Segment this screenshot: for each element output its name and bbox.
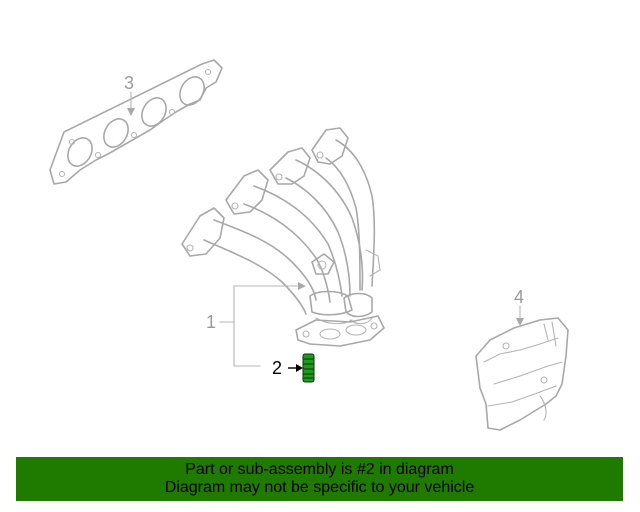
leader-arrow-2 [296,364,303,372]
callout-number-4[interactable]: 4 [514,287,525,307]
callout-number-1[interactable]: 1 [206,312,217,332]
leader-arrow-4 [516,318,524,326]
gasket-part-3[interactable] [49,59,223,185]
banner-line-2: Diagram may not be specific to your vehi… [164,479,475,496]
callout-number-3[interactable]: 3 [124,73,135,93]
leader-arrow-3 [127,108,135,116]
leader-bracket-1 [219,282,306,367]
callout-number-2[interactable]: 2 [272,358,283,378]
stud-part-2[interactable] [302,353,315,383]
banner-line-1: Part or sub-assembly is #2 in diagram [185,461,454,478]
info-banner: Part or sub-assembly is #2 in diagram Di… [16,457,623,501]
heat-shield-part-4[interactable] [475,317,569,431]
exhaust-manifold-part-1[interactable] [181,127,385,347]
